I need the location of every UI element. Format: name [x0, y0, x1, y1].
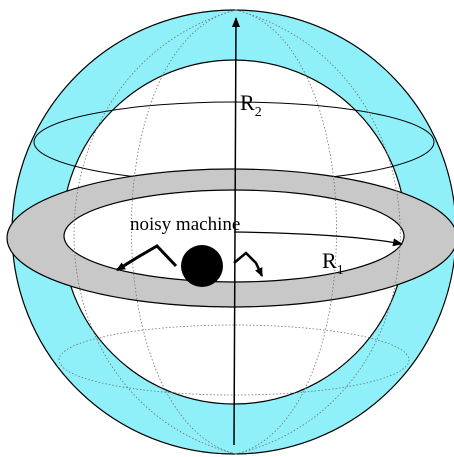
meridian-lines: [58, 9, 410, 455]
noise-arrow-left: [116, 244, 178, 272]
r2-label: R2: [240, 90, 262, 120]
meridian-right: [235, 9, 337, 455]
lower-latitude-ring: [58, 324, 410, 396]
meridian-far-left: [73, 9, 237, 455]
r1-radius-arrow: [233, 231, 403, 247]
noisy-machine-label: noisy machine: [130, 214, 240, 235]
noisy-machine-dot: [181, 245, 223, 287]
meridian-left: [130, 9, 237, 455]
noise-arrow-right: [233, 251, 264, 277]
equatorial-disk: [63, 189, 405, 283]
r1-label: R1: [322, 248, 344, 278]
